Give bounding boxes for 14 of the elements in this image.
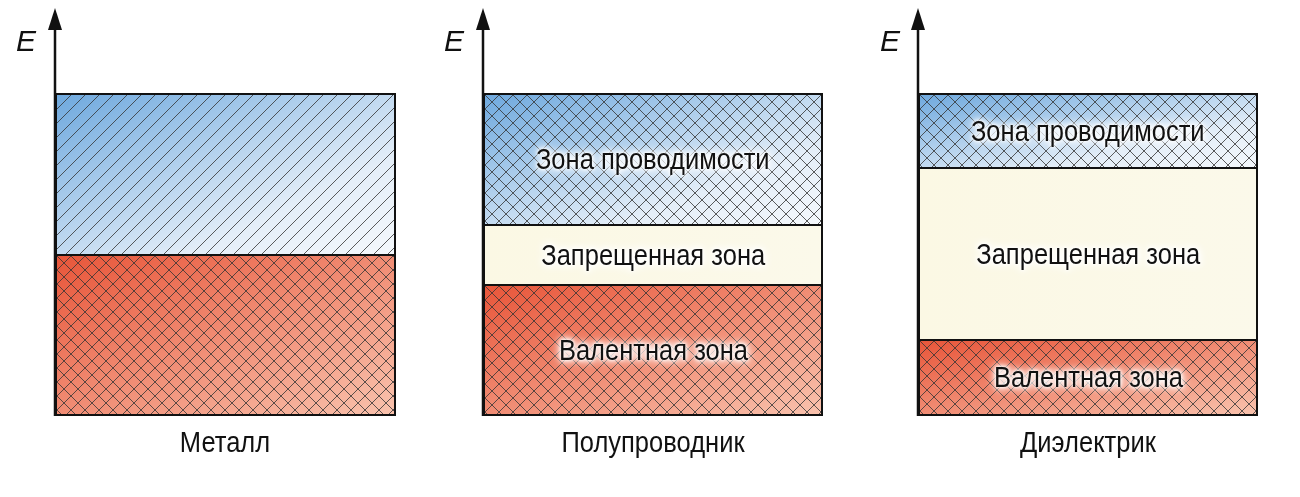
band-gap: [483, 224, 823, 286]
metal-upper-band: [55, 93, 396, 256]
band-label: Запрещенная зона: [541, 238, 765, 272]
band-gap: [918, 167, 1258, 341]
material-caption: Полупроводник: [561, 426, 745, 459]
axis-label: E: [16, 24, 36, 58]
material-caption: Металл: [179, 426, 271, 459]
axis-label: E: [444, 24, 464, 58]
metal-lower-band: [55, 254, 396, 416]
material-caption: Диэлектрик: [1020, 426, 1156, 459]
band-label: Запрещенная зона: [976, 237, 1200, 271]
axis-label: E: [880, 24, 900, 58]
valence-band: [483, 284, 823, 416]
conduction-band: [483, 93, 823, 226]
